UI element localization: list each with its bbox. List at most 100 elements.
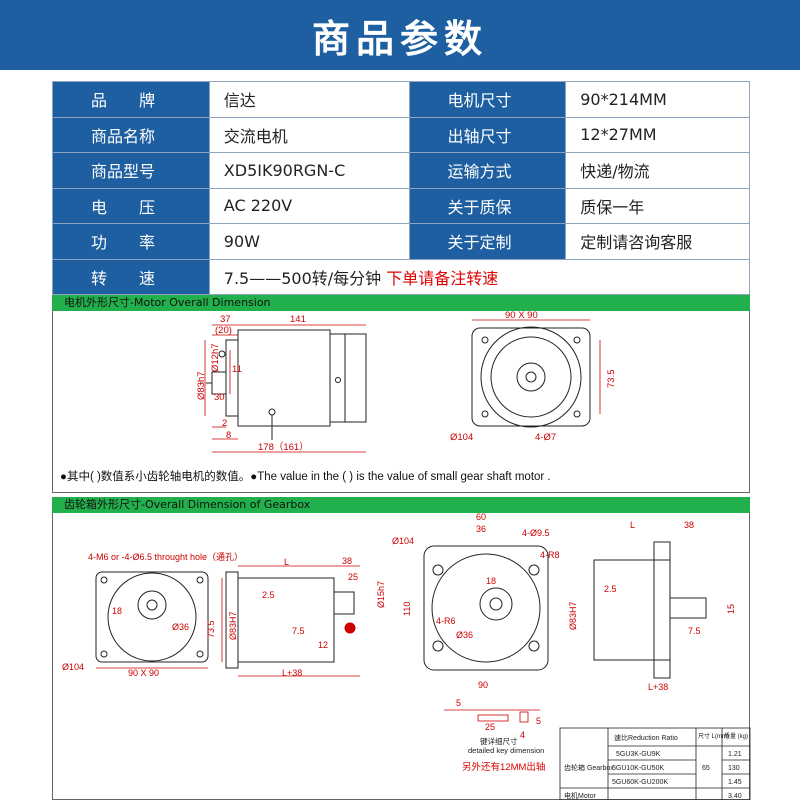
- spec-value: 90*214MM: [565, 81, 750, 118]
- spec-label: 关于质保: [408, 187, 567, 224]
- spec-label: 关于定制: [408, 223, 567, 260]
- header-banner: 商品参数: [0, 0, 800, 70]
- dim-text: 4-R8: [540, 550, 560, 560]
- dim-text: Ø36: [456, 630, 473, 640]
- ratio-cell: 5GU10K-GU50K: [612, 765, 664, 772]
- weight-cell: 1.21: [728, 751, 742, 758]
- size-header: 尺寸 L(mm): [698, 732, 729, 740]
- spec-row: 功 率 90W 关于定制 定制请咨询客服: [52, 223, 750, 260]
- dim-text: 36: [476, 524, 486, 534]
- dim-text: 141: [290, 314, 306, 325]
- dim-text: 73.5: [606, 370, 617, 389]
- dim-text: 12: [318, 640, 328, 650]
- dim-text: 8: [226, 430, 231, 441]
- dim-text: 38: [684, 520, 694, 530]
- spec-value: XD5IK90RGN-C: [208, 152, 410, 189]
- spec-row: 商品名称 交流电机 出轴尺寸 12*27MM: [52, 116, 750, 153]
- dim-text: 7.5: [292, 626, 305, 636]
- dim-text: Ø83h7: [196, 371, 207, 400]
- dim-text: (20): [215, 325, 232, 336]
- speed-value: 7.5——500转/每分钟: [223, 268, 382, 288]
- dim-text: Ø83H7: [568, 601, 578, 630]
- spec-value: 信达: [208, 81, 410, 118]
- dim-text: 30: [214, 392, 225, 403]
- dim-text: 5: [456, 698, 461, 708]
- dim-text: Ø83H7: [228, 611, 238, 640]
- dim-text: Ø12h7: [210, 343, 221, 372]
- size-cell: 65: [702, 765, 710, 772]
- spec-label: 电机尺寸: [408, 81, 567, 118]
- key-label-en: detailed key dimension: [468, 746, 544, 755]
- motor-dimension-panel: [52, 311, 750, 493]
- spec-value: 90W: [208, 223, 410, 260]
- dim-text: 4: [520, 730, 525, 740]
- dim-text: Ø36: [172, 622, 189, 632]
- gearbox-dimension-panel: [52, 513, 750, 800]
- spec-row: 电 压 AC 220V 关于质保 质保一年: [52, 187, 750, 224]
- dim-text: Ø104: [450, 432, 473, 443]
- spec-label: 出轴尺寸: [408, 116, 567, 153]
- spec-label: 商品型号: [52, 152, 210, 189]
- speed-value-cell: 7.5——500转/每分钟 下单请备注转速: [208, 258, 751, 295]
- motor-weight-cell: 3.40: [728, 793, 742, 800]
- dim-text: 18: [112, 606, 122, 616]
- ratio-cell: 5GU60K-GU200K: [612, 779, 668, 786]
- dim-text: 2.5: [604, 584, 617, 594]
- ratio-header: 速比Reduction Ratio: [614, 733, 678, 742]
- spec-label: 品 牌: [52, 81, 210, 118]
- dim-text: Ø104: [392, 536, 414, 546]
- dim-text: 4-Ø7: [535, 432, 556, 443]
- page-title: 商品参数: [311, 16, 488, 61]
- ratio-table: [559, 727, 751, 800]
- dim-text: 25: [485, 722, 495, 732]
- weight-header: 质量 (kg): [724, 732, 748, 740]
- spec-value: 定制请咨询客服: [565, 223, 750, 260]
- key-label: 键详细尺寸: [480, 736, 518, 746]
- motor-row-label: 电机Motor: [564, 791, 597, 800]
- spec-row-speed: 转 速 7.5——500转/每分钟 下单请备注转速: [52, 258, 751, 295]
- spec-label: 商品名称: [52, 116, 210, 153]
- dim-text: 38: [342, 556, 352, 566]
- spec-value: 12*27MM: [565, 116, 750, 153]
- dim-text: 178（161）: [258, 441, 309, 453]
- spec-row: 品 牌 信达 电机尺寸 90*214MM: [52, 81, 750, 118]
- ratio-cell: 5GU3K-GU9K: [616, 751, 661, 758]
- spec-value: 质保一年: [565, 187, 750, 224]
- motor-note: ●其中( )数值系小齿轮轴电机的数值。●The value in the ( )…: [60, 471, 551, 483]
- dim-text: 90 X 90: [505, 310, 538, 321]
- dim-text: 4-Ø9.5: [522, 528, 550, 538]
- dim-text: 90 X 90: [128, 668, 159, 678]
- dim-text: 15: [726, 604, 736, 614]
- dim-text: 18: [486, 576, 496, 586]
- dim-text: 73.5: [206, 620, 216, 638]
- weight-cell: 1.45: [728, 779, 742, 786]
- dim-text: 25: [348, 572, 358, 582]
- extra-shaft-note: 另外还有12MM出轴: [462, 761, 545, 773]
- spec-label: 电 压: [52, 187, 210, 224]
- dim-text: Ø15h7: [376, 581, 386, 608]
- gearbox-group-label: 齿轮箱 Gearbox: [564, 763, 614, 772]
- spec-label: 功 率: [52, 223, 210, 260]
- dim-text: 5: [536, 716, 541, 726]
- motor-front-view: [471, 326, 591, 428]
- dim-text: 37: [220, 314, 231, 325]
- spec-table: 品 牌 信达 电机尺寸 90*214MM 商品名称 交流电机 出轴尺寸 12*2…: [52, 81, 751, 295]
- dim-text: 60: [476, 512, 486, 522]
- dim-text: 2: [222, 418, 227, 429]
- dim-text: 4-R6: [436, 616, 456, 626]
- dim-text: L+38: [282, 668, 302, 678]
- dim-text: L: [630, 520, 635, 530]
- gearbox-dimension-header: 齿轮箱外形尺寸-Overall Dimension of Gearbox: [52, 497, 750, 513]
- dim-text: 2.5: [262, 590, 275, 600]
- spec-row: 商品型号 XD5IK90RGN-C 运输方式 快递/物流: [52, 152, 750, 189]
- dim-text: 7.5: [688, 626, 701, 636]
- spec-label: 运输方式: [408, 152, 567, 189]
- motor-dimension-header: 电机外形尺寸-Motor Overall Dimension: [52, 295, 750, 311]
- dim-text: 90: [478, 680, 488, 690]
- dim-text: Ø104: [62, 662, 84, 672]
- dim-text: L: [284, 557, 289, 567]
- spec-value: AC 220V: [208, 187, 410, 224]
- dim-text: 4-M6 or -4-Ø6.5 throught hole（通孔）: [88, 552, 243, 562]
